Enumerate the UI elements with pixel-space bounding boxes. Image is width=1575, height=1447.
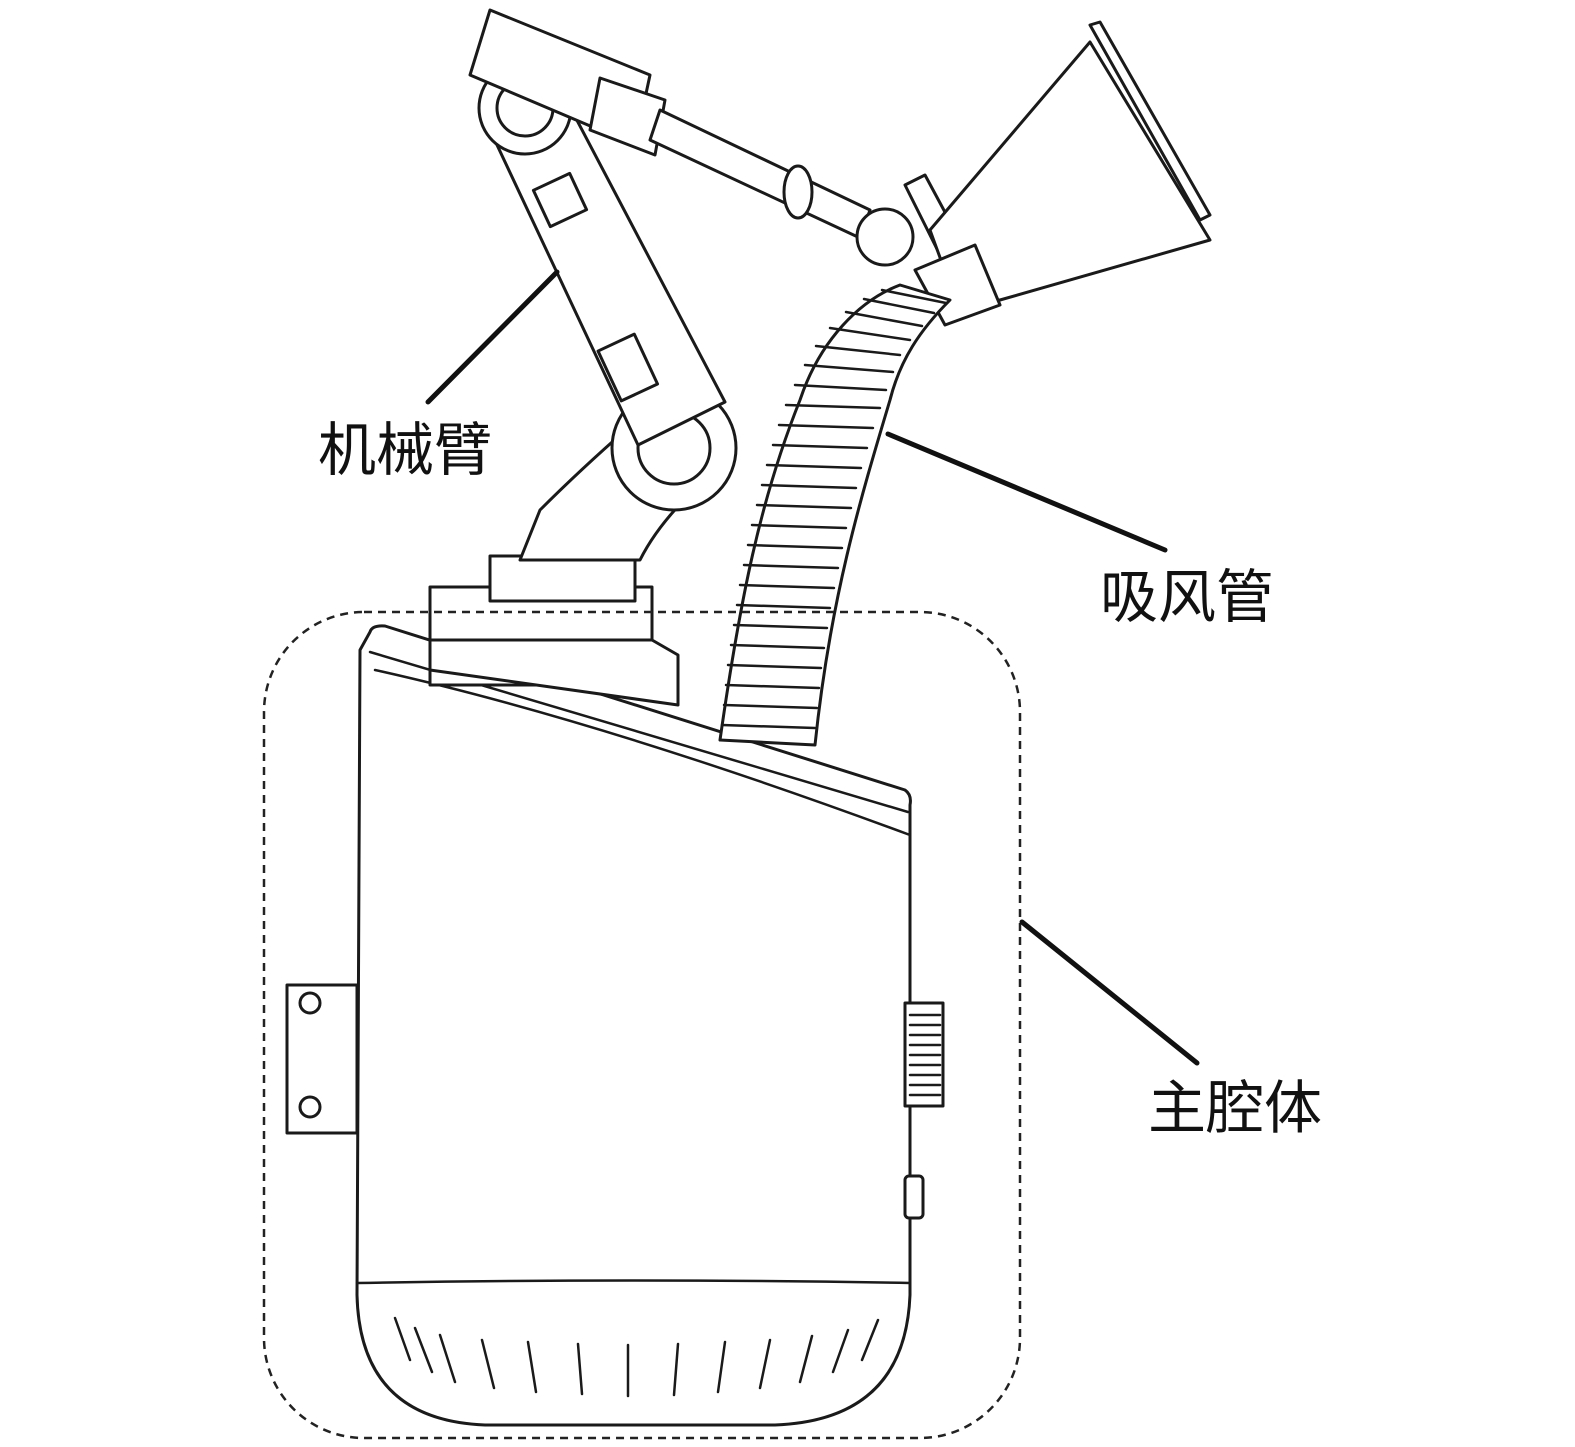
chamber-body (355, 624, 912, 1427)
vent-slots (393, 1316, 880, 1398)
leader-robot-arm (425, 269, 560, 405)
leader-main-chamber (1019, 919, 1200, 1066)
bracket-hole-top (298, 991, 322, 1015)
rod-ring (782, 164, 814, 220)
suction-hose (718, 283, 952, 747)
arm-extension-rod (648, 108, 872, 240)
label-robot-arm: 机械臂 (318, 416, 492, 484)
chamber-bottom-band (355, 1279, 912, 1285)
hose-outline (718, 283, 952, 747)
label-main-chamber: 主腔体 (1148, 1074, 1322, 1142)
arm-link-slot-top (531, 171, 589, 229)
arm-link-slot (596, 332, 660, 403)
arm-ball-joint (855, 207, 915, 267)
side-button (903, 1174, 925, 1220)
leader-suction-hose (885, 431, 1168, 553)
bracket-hole-bottom (298, 1095, 322, 1119)
suction-hood (903, 20, 1212, 327)
arm-base-skirt (428, 638, 680, 707)
main-chamber-region (262, 610, 1022, 1440)
mounting-bracket (285, 983, 359, 1135)
arm-wrist-nozzle (588, 76, 667, 157)
label-suction-hose: 吸风管 (1100, 563, 1274, 631)
main-chamber (285, 624, 945, 1427)
robot-arm (428, 8, 915, 707)
hood-rim (1088, 20, 1212, 222)
side-knob (903, 1001, 945, 1108)
hose-corrugation (720, 288, 948, 730)
arm-base-top (488, 554, 637, 603)
